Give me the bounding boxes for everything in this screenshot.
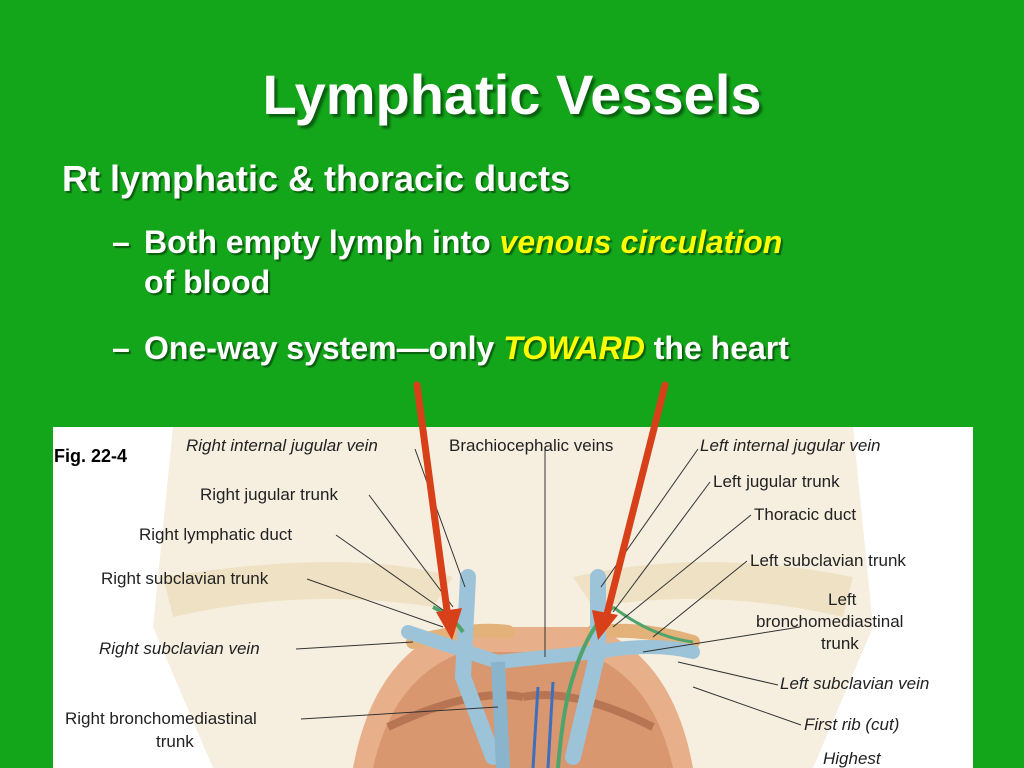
sub-bullet-venous: –Both empty lymph into venous circulatio… [112, 222, 782, 302]
anatomy-illustration [153, 427, 873, 768]
label-right-subclavian-vein: Right subclavian vein [99, 639, 260, 658]
sub-bullet-continuation: of blood [144, 264, 271, 300]
label-brachiocephalic-veins: Brachiocephalic veins [449, 436, 614, 455]
label-left-bronchomediastinal-1: Left [828, 590, 857, 609]
dash: – [112, 330, 130, 366]
label-thoracic-duct: Thoracic duct [754, 505, 857, 524]
label-left-subclavian-vein: Left subclavian vein [780, 674, 930, 693]
highlight-text: TOWARD [503, 330, 645, 366]
sub-bullet-text: Both empty lymph into [144, 224, 500, 260]
label-right-internal-jugular-vein: Right internal jugular vein [186, 436, 378, 455]
label-left-bronchomediastinal-3: trunk [821, 634, 859, 653]
sub-bullet-oneway: –One-way system—only TOWARD the heart [112, 328, 789, 368]
label-right-subclavian-trunk: Right subclavian trunk [101, 569, 269, 588]
label-left-internal-jugular-vein: Left internal jugular vein [700, 436, 881, 455]
sub-bullet-text: One-way system—only [144, 330, 504, 366]
label-right-bronchomediastinal-2: trunk [156, 732, 194, 751]
figure-label: Fig. 22-4 [54, 446, 128, 466]
anatomy-figure: Right internal jugular vein Brachiocepha… [53, 427, 973, 768]
label-highest: Highest [823, 749, 881, 768]
label-left-jugular-trunk: Left jugular trunk [713, 472, 840, 491]
label-right-lymphatic-duct: Right lymphatic duct [139, 525, 293, 544]
sub-bullet-text-end: the heart [644, 330, 789, 366]
label-first-rib: First rib (cut) [804, 715, 900, 734]
label-right-bronchomediastinal-1: Right bronchomediastinal [65, 709, 257, 728]
label-right-jugular-trunk: Right jugular trunk [200, 485, 338, 504]
slide-title: Lymphatic Vessels [262, 63, 762, 126]
highlight-text: venous circulation [499, 224, 783, 260]
label-left-subclavian-trunk: Left subclavian trunk [750, 551, 906, 570]
dash: – [112, 224, 130, 260]
label-left-bronchomediastinal-2: bronchomediastinal [756, 612, 904, 631]
main-bullet: Rt lymphatic & thoracic ducts [62, 158, 571, 199]
